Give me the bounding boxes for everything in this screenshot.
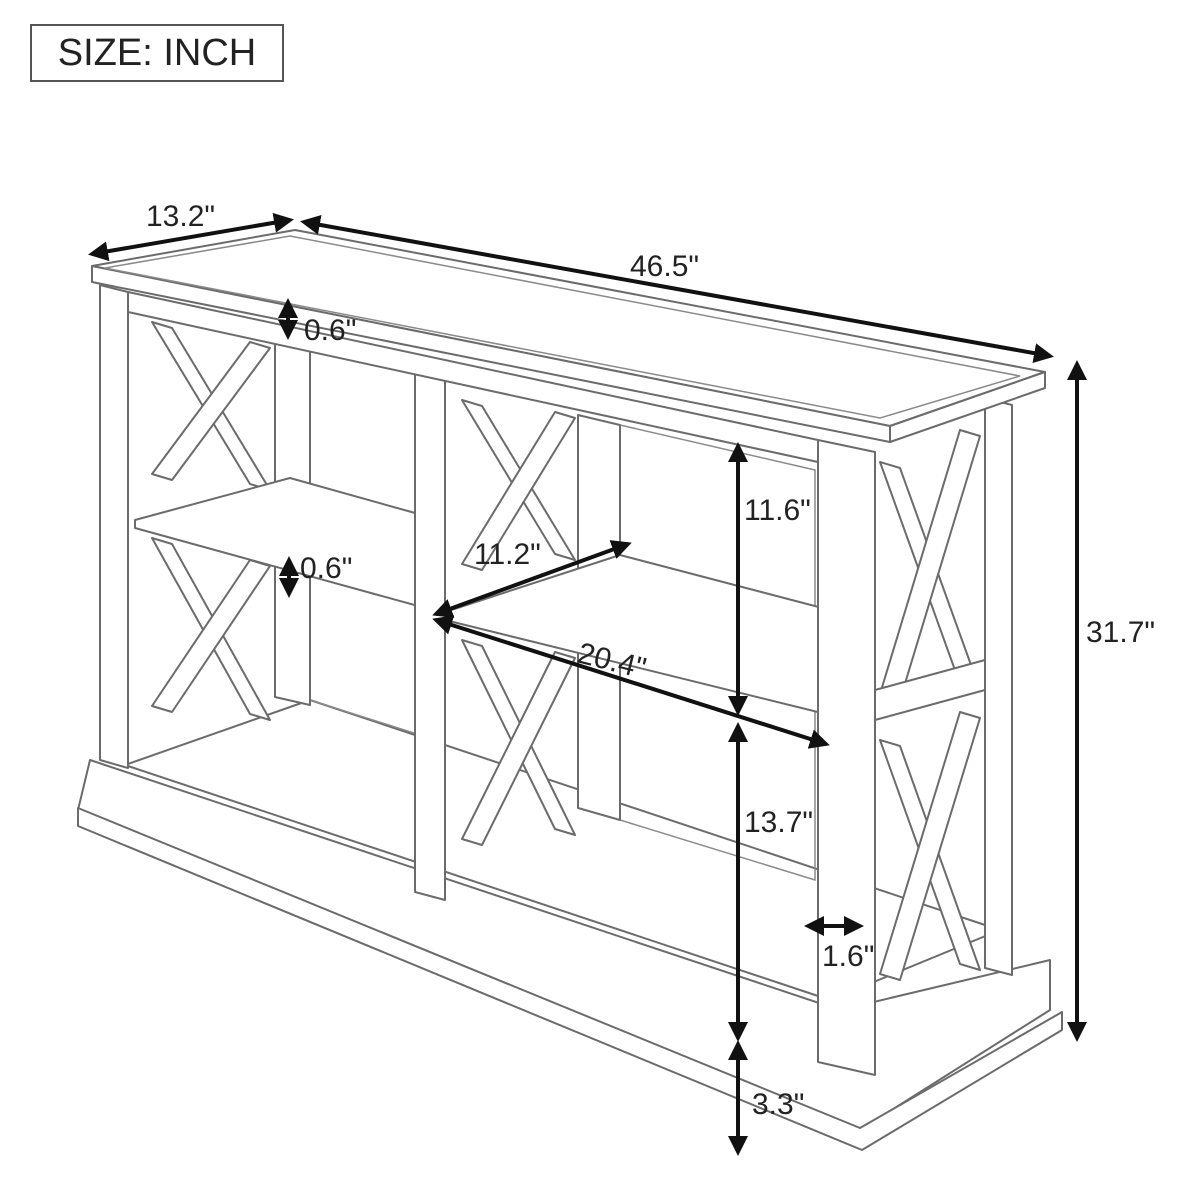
- shelf-width-arrow: [432, 615, 830, 749]
- unit-label: SIZE: INCH: [57, 31, 257, 74]
- left-front-post: [99, 284, 129, 769]
- center-front-post: [414, 361, 446, 901]
- lower-clearance-label: 13.7": [744, 806, 813, 839]
- table-top-side-edge: [889, 371, 1046, 443]
- width-label: 46.5": [630, 250, 699, 283]
- left-x-panel-lower: [151, 537, 271, 721]
- shelf-depth-arrow: [432, 540, 632, 618]
- shelf-thickness-label: 0.6": [300, 552, 352, 585]
- width-arrow: [300, 214, 1054, 364]
- right-end-rail: [874, 659, 986, 721]
- depth-arrow: [88, 212, 294, 262]
- left-x-panel-upper: [151, 321, 271, 491]
- console-table-drawing: [77, 229, 1063, 1151]
- shelf-depth-label: 11.2": [474, 538, 541, 571]
- leg-width-label: 1.6": [822, 940, 874, 973]
- dimension-lines: [88, 212, 1087, 1156]
- upper-clearance-label: 11.6": [744, 494, 811, 527]
- right-x-panel-lower: [879, 711, 981, 981]
- base-height-label: 3.3": [752, 1088, 804, 1121]
- depth-label: 13.2": [146, 200, 215, 233]
- dimension-labels: 13.2" 46.5" 31.7" 0.6" 0.6" 11.2" 20.4" …: [146, 200, 1155, 1121]
- right-x-panel-upper: [879, 429, 981, 701]
- base-plinth-bottom: [77, 807, 1063, 1151]
- right-back-post: [984, 397, 1013, 976]
- top-thickness-label: 0.6": [304, 314, 356, 347]
- right-front-post: [817, 439, 876, 1076]
- height-label: 31.7": [1086, 616, 1155, 649]
- unit-label-box: SIZE: INCH: [30, 24, 284, 82]
